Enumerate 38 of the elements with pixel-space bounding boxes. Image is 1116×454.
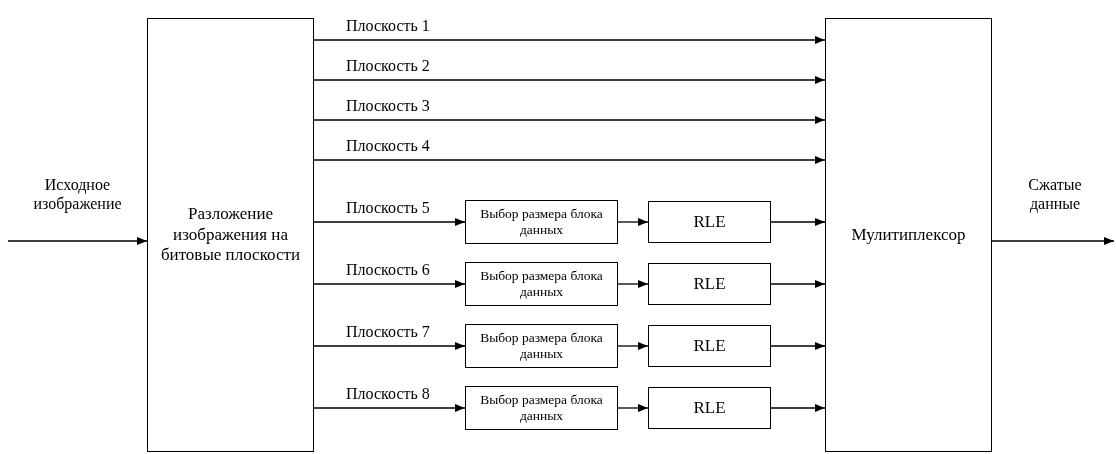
arrow: [770, 280, 826, 288]
process-box: [648, 263, 771, 305]
node-text: Выбор размера блока данных: [479, 391, 604, 425]
arrow: [313, 36, 826, 44]
node-text: Выбор размера блока данных: [479, 205, 604, 239]
arrow: [313, 342, 466, 350]
arrow: [770, 404, 826, 412]
node-text: RLE: [693, 335, 726, 357]
process-box: [648, 201, 771, 243]
arrow: [313, 218, 466, 226]
process-box: [465, 200, 618, 244]
node-text: Разложение изображения на битовые плоскости: [159, 204, 302, 266]
arrow: [313, 404, 466, 412]
arrow: [617, 342, 649, 350]
multiplexer-box: [825, 18, 992, 452]
process-box: [465, 324, 618, 368]
node-text: RLE: [693, 211, 726, 233]
arrow: [313, 280, 466, 288]
node-text: Мулитиплексор: [851, 224, 966, 246]
arrow: [770, 218, 826, 226]
process-box: [147, 18, 314, 452]
process-box: [648, 325, 771, 367]
arrow: [617, 280, 649, 288]
process-box: [648, 387, 771, 429]
node-text: Выбор размера блока данных: [479, 329, 604, 363]
arrow: [313, 76, 826, 84]
arrow: [991, 237, 1115, 245]
node-text: RLE: [693, 273, 726, 295]
arrow: [617, 404, 649, 412]
arrow: [770, 342, 826, 350]
process-box: [465, 262, 618, 306]
arrow: [313, 116, 826, 124]
node-text: Выбор размера блока данных: [479, 267, 604, 301]
arrow: [313, 156, 826, 164]
process-box: [465, 386, 618, 430]
node-text: RLE: [693, 397, 726, 419]
arrow: [617, 218, 649, 226]
arrow: [7, 237, 148, 245]
